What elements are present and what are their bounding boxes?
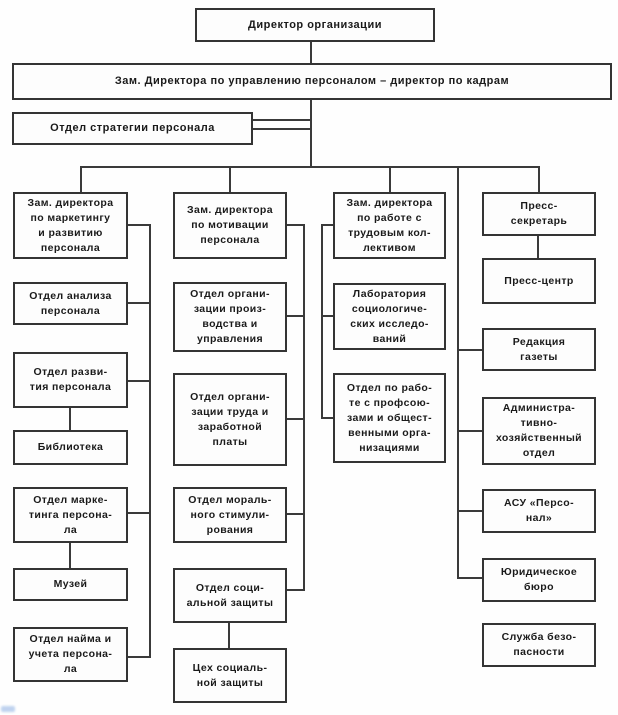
node-org-labor-dept: Отдел органи- зации труда и заработной п…	[173, 373, 287, 466]
connector-line	[287, 315, 305, 317]
node-analysis-dept: Отдел анализа персонала	[13, 282, 128, 325]
node-security-service: Служба безо- пасности	[482, 623, 596, 667]
connector-line	[537, 236, 539, 258]
connector-line	[229, 166, 231, 192]
node-admin-dept: Администра- тивно- хозяйственный отдел	[482, 397, 596, 465]
node-union-dept: Отдел по рабо- те с профсою- зами и обще…	[333, 373, 446, 463]
connector-line	[253, 128, 312, 130]
connector-line	[321, 315, 333, 317]
node-moral-dept: Отдел мораль- ного стимули- рования	[173, 487, 287, 543]
connector-line	[287, 513, 305, 515]
node-org-production-dept: Отдел органи- зации произ- водства и упр…	[173, 282, 287, 352]
connector-line	[310, 100, 312, 168]
connector-line	[321, 224, 323, 419]
node-newspaper: Редакция газеты	[482, 328, 596, 371]
connector-line	[457, 430, 482, 432]
scan-artifact	[1, 706, 15, 712]
node-strategy-dept: Отдел стратегии персонала	[12, 112, 253, 145]
node-social-dept: Отдел соци- альной защиты	[173, 568, 287, 623]
connector-line	[80, 166, 540, 168]
connector-line	[149, 224, 151, 658]
connector-line	[457, 349, 482, 351]
node-sociology-lab: Лаборатория социологиче- ских исследо- в…	[333, 283, 446, 350]
connector-line	[128, 302, 151, 304]
node-labor-collective-head: Зам. директора по работе с трудовым кол-…	[333, 192, 446, 259]
node-motivation-head: Зам. директора по мотивации персонала	[173, 192, 287, 259]
connector-line	[287, 589, 305, 591]
connector-line	[128, 656, 151, 658]
connector-line	[303, 224, 305, 591]
connector-line	[457, 166, 459, 579]
node-library: Библиотека	[13, 430, 128, 465]
node-legal-bureau: Юридическое бюро	[482, 558, 596, 602]
node-deputy-hr-director: Зам. Директора по управлению персоналом …	[12, 63, 612, 100]
node-marketing-head: Зам. директора по маркетингу и развитию …	[13, 192, 128, 259]
connector-line	[228, 623, 230, 648]
node-social-shop: Цех социаль- ной защиты	[173, 648, 287, 703]
node-press-center: Пресс-центр	[482, 258, 596, 304]
connector-line	[80, 166, 82, 192]
connector-line	[287, 224, 305, 226]
connector-line	[321, 417, 333, 419]
connector-line	[128, 224, 151, 226]
connector-line	[389, 166, 391, 192]
node-hiring-dept: Отдел найма и учета персона- ла	[13, 627, 128, 682]
connector-line	[287, 418, 305, 420]
node-press-secretary: Пресс- секретарь	[482, 192, 596, 236]
connector-line	[69, 408, 71, 430]
connector-line	[69, 543, 71, 568]
node-museum: Музей	[13, 568, 128, 601]
connector-line	[321, 224, 333, 226]
connector-line	[457, 510, 482, 512]
connector-line	[128, 380, 151, 382]
node-development-dept: Отдел разви- тия персонала	[13, 352, 128, 408]
connector-line	[128, 512, 151, 514]
node-marketing-dept: Отдел марке- тинга персона- ла	[13, 487, 128, 543]
connector-line	[310, 42, 312, 63]
connector-line	[538, 166, 540, 192]
connector-line	[457, 577, 482, 579]
node-asu-personal: АСУ «Персо- нал»	[482, 489, 596, 533]
node-director: Директор организации	[195, 8, 435, 42]
connector-line	[253, 119, 312, 121]
